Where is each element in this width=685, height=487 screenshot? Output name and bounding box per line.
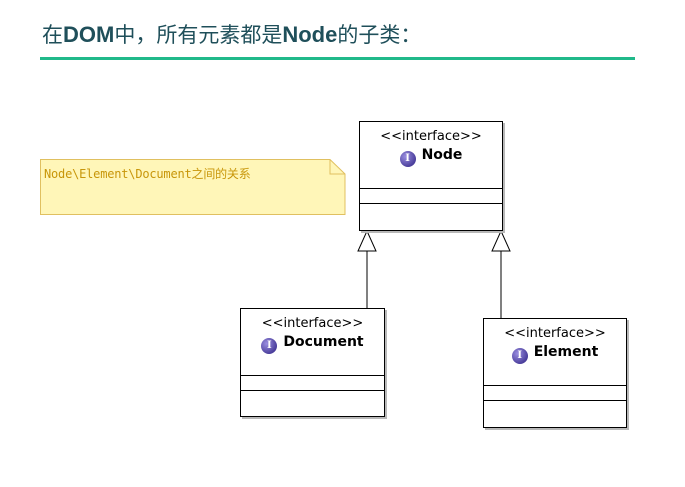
class-element[interactable]: <<interface>> I Element xyxy=(483,318,627,428)
heading-middle: 中，所有元素都是 xyxy=(114,23,283,47)
interface-icon: I xyxy=(261,338,278,354)
element-stereotype: <<interface>> xyxy=(504,326,606,341)
node-stereotype: <<interface>> xyxy=(380,129,482,144)
heading-term-dom: DOM xyxy=(63,22,115,47)
interface-icon: I xyxy=(399,151,416,167)
document-name-row: I Document xyxy=(241,332,384,354)
element-name: Element xyxy=(533,344,599,360)
interface-icon: I xyxy=(511,348,528,364)
element-operations-compartment xyxy=(484,400,626,401)
uml-note[interactable]: Node\Element\Document之间的关系 xyxy=(40,159,346,215)
note-shape xyxy=(40,159,346,215)
element-attributes-compartment xyxy=(484,385,626,386)
heading-underline xyxy=(40,57,635,60)
node-name-row: I Node xyxy=(360,145,502,167)
document-attributes-compartment xyxy=(241,375,384,376)
heading-prefix: 在 xyxy=(42,23,63,47)
class-document[interactable]: <<interface>> I Document xyxy=(240,308,385,417)
node-operations-compartment xyxy=(360,203,502,204)
element-name-row: I Element xyxy=(484,342,626,364)
class-node[interactable]: <<interface>> I Node xyxy=(359,121,503,231)
heading-suffix: 的子类： xyxy=(337,23,422,47)
page-heading: 在DOM中，所有元素都是Node的子类： xyxy=(42,19,421,49)
document-operations-compartment xyxy=(241,390,384,391)
node-name: Node xyxy=(421,147,463,163)
document-name: Document xyxy=(283,334,364,350)
document-to-node-generalization xyxy=(357,229,377,308)
note-text: Node\Element\Document之间的关系 xyxy=(44,167,251,181)
element-to-node-generalization xyxy=(491,229,511,318)
heading-term-node: Node xyxy=(282,22,338,47)
node-attributes-compartment xyxy=(360,188,502,189)
document-stereotype: <<interface>> xyxy=(261,316,364,331)
